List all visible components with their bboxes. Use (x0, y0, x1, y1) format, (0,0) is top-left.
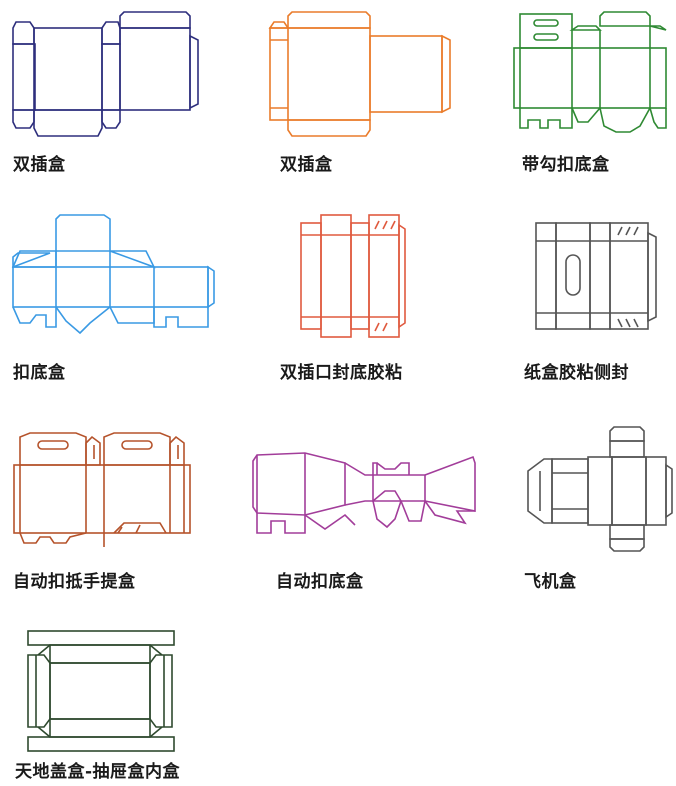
dieline-cell-9: 飞机盒 (510, 415, 676, 605)
box-label-10: 天地盖盒-抽屉盒内盒 (15, 762, 181, 782)
box-label-9: 飞机盒 (524, 572, 577, 592)
dieline-mailer-box (527, 426, 673, 552)
dieline-cell-8: 自动扣底盒 (245, 415, 485, 605)
box-label-2: 双插盒 (280, 155, 333, 175)
box-label-6: 纸盒胶粘侧封 (524, 363, 629, 383)
dieline-cell-2: 双插盒 (250, 0, 475, 200)
dieline-hook-lock-bottom-box (513, 11, 667, 133)
dieline-cell-6: 纸盒胶粘侧封 (510, 205, 676, 405)
box-label-7: 自动扣抵手提盒 (13, 572, 136, 592)
box-label-5: 双插口封底胶粘 (280, 363, 403, 383)
dieline-auto-lock-bottom-box (252, 452, 476, 534)
dieline-cell-3: 带勾扣底盒 (500, 0, 676, 200)
box-label-3: 带勾扣底盒 (522, 155, 610, 175)
dieline-handle-auto-lock-box (13, 432, 191, 547)
box-label-8: 自动扣底盒 (276, 572, 364, 592)
dieline-lock-bottom-box (11, 214, 215, 335)
dieline-double-tuck-box-navy (12, 11, 199, 137)
box-label-4: 扣底盒 (13, 363, 66, 383)
dieline-cell-1: 双插盒 (0, 0, 225, 200)
dieline-cell-7: 自动扣抵手提盒 (0, 415, 225, 605)
box-label-1: 双插盒 (13, 155, 66, 175)
dieline-cell-5: 双插口封底胶粘 (265, 205, 475, 405)
dieline-cell-10: 天地盖盒-抽屉盒内盒 (0, 615, 250, 786)
dieline-tuck-glued-bottom-box (300, 214, 406, 338)
dieline-lid-base-drawer-inner-box (27, 630, 175, 752)
dieline-side-glued-box (535, 222, 657, 330)
dieline-double-tuck-box-orange (268, 11, 451, 137)
dieline-cell-4: 扣底盒 (0, 205, 225, 405)
